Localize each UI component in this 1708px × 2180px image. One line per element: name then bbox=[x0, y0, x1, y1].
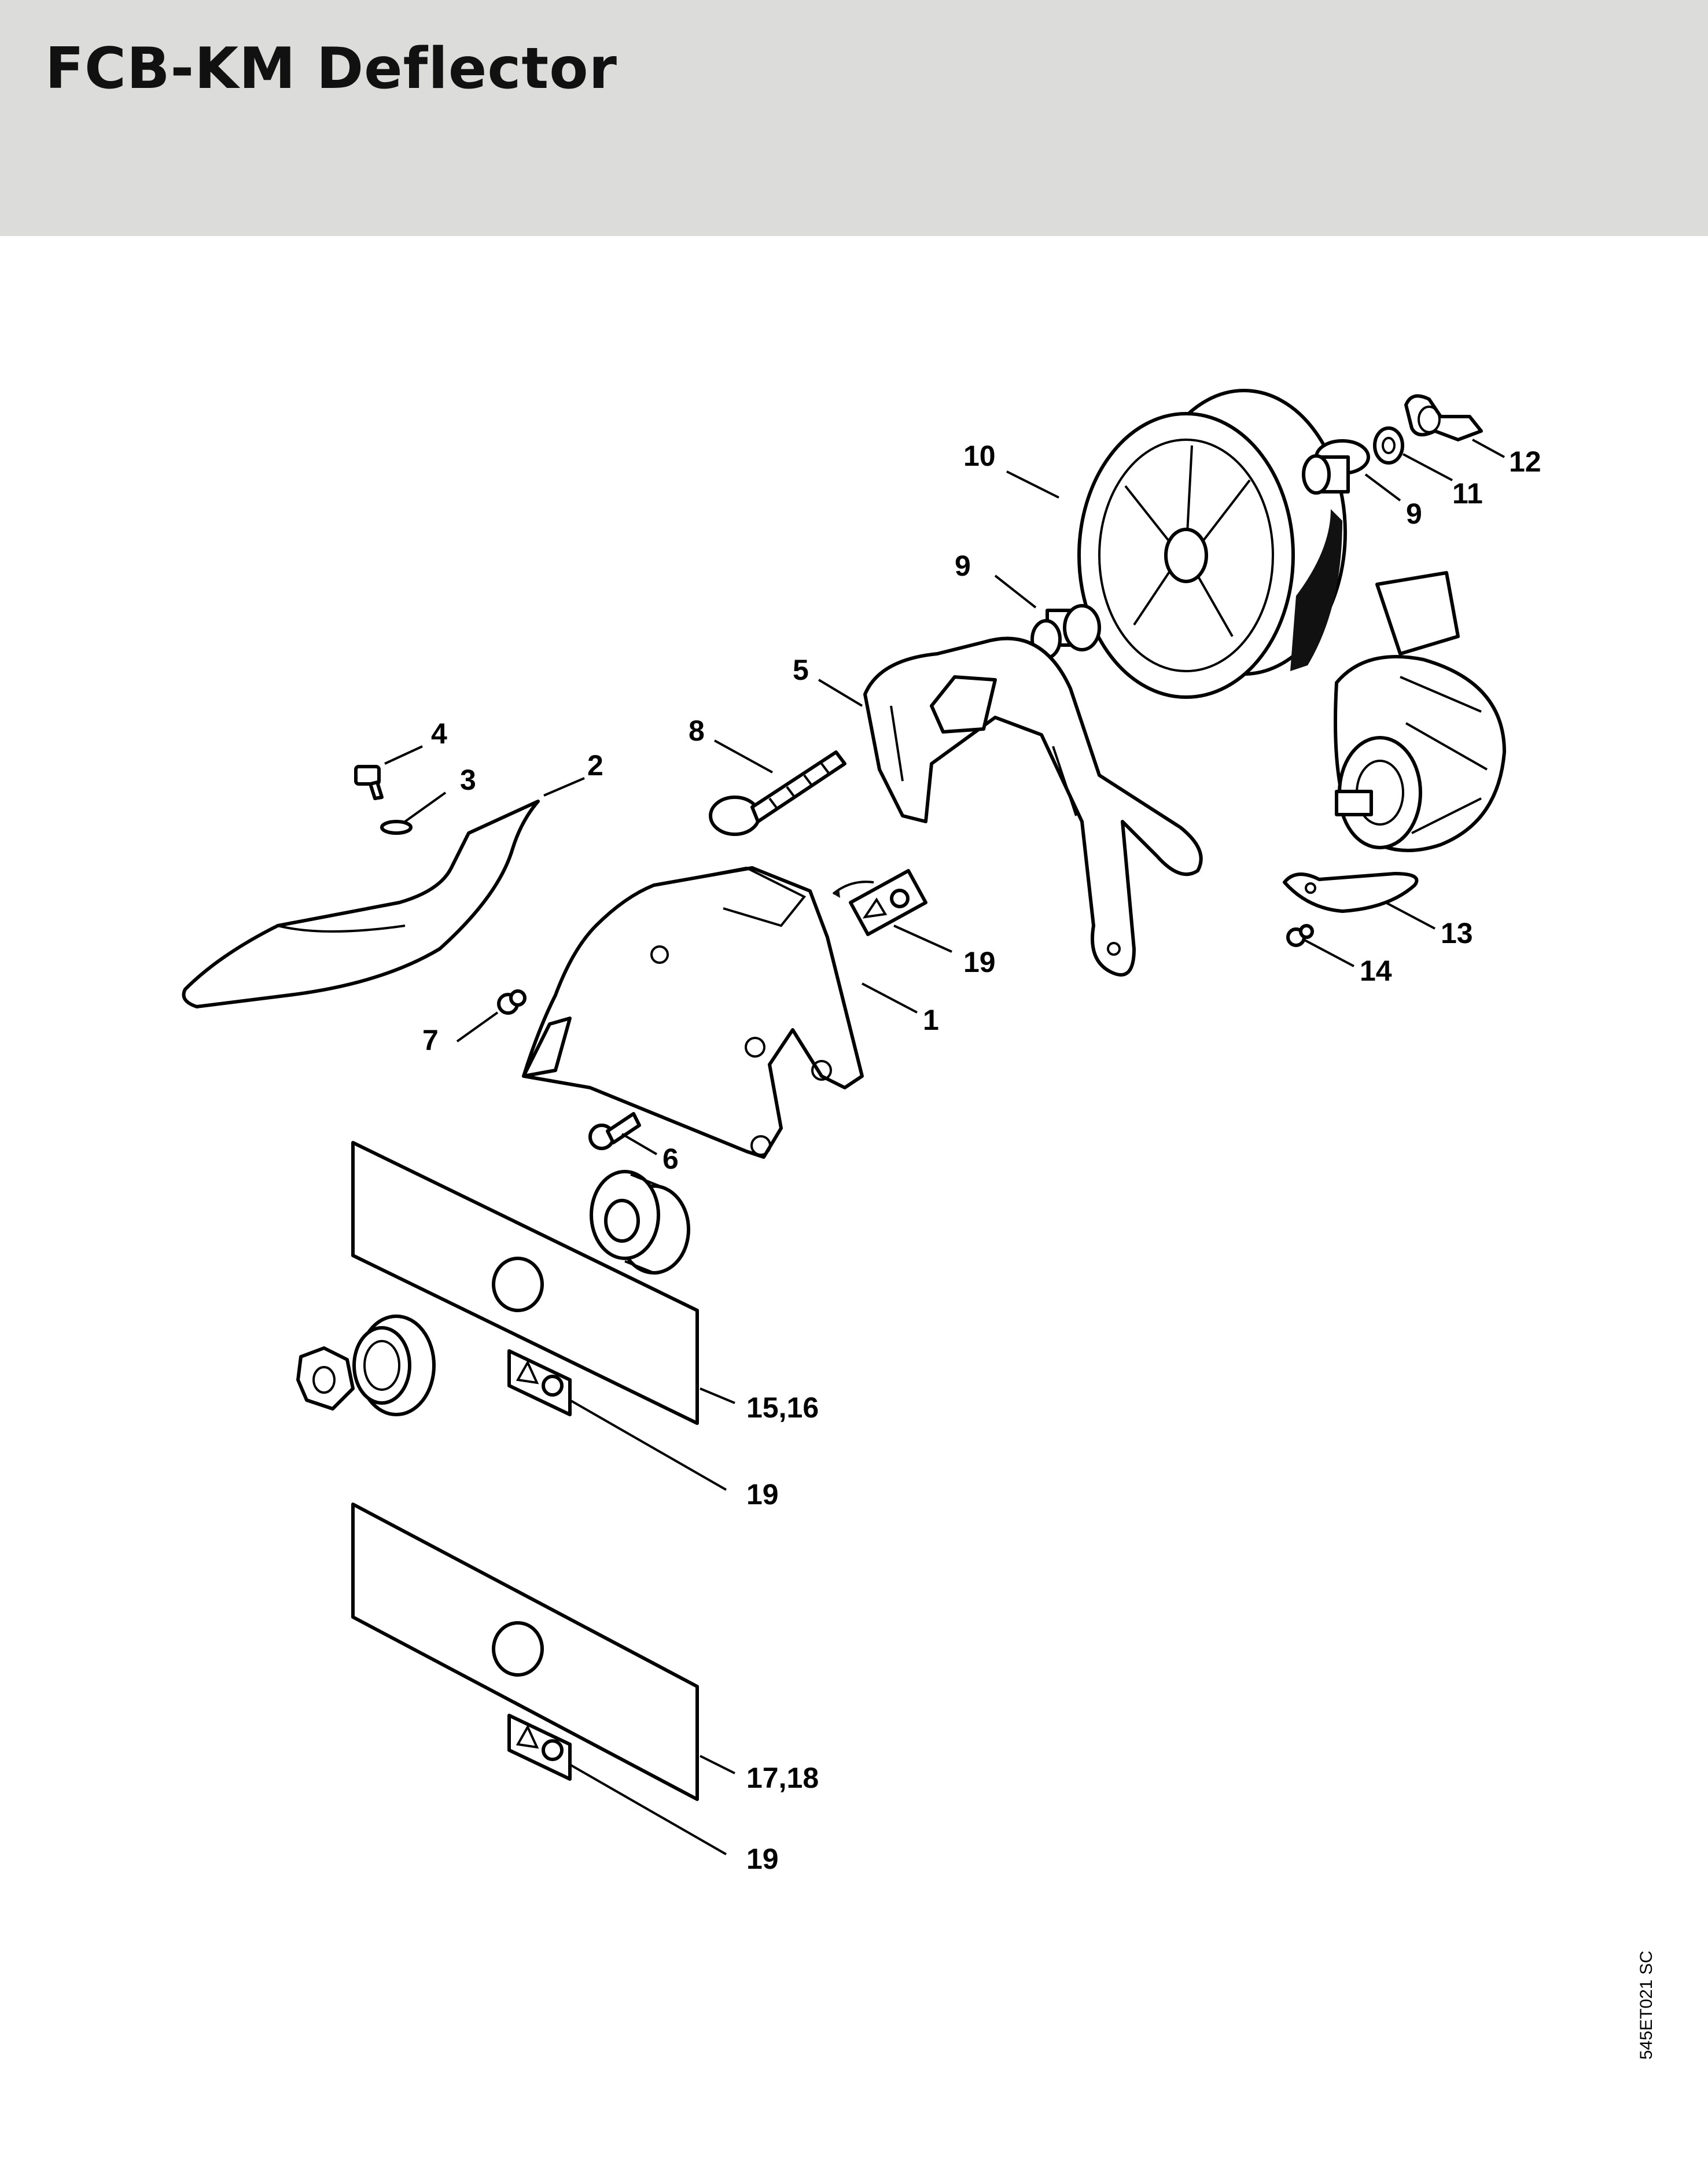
reference-code: 545ET021 SC bbox=[1637, 1951, 1656, 2060]
washer-3 bbox=[380, 820, 413, 835]
callout-19-middle: 19 bbox=[746, 1478, 779, 1511]
screw-14 bbox=[1286, 924, 1314, 947]
screw-7 bbox=[497, 989, 527, 1015]
callout-4: 4 bbox=[431, 717, 447, 750]
leader-lines bbox=[384, 439, 1505, 1855]
wheel bbox=[1077, 389, 1347, 699]
blade-upper bbox=[351, 1141, 699, 1425]
warning-decal-bottom bbox=[507, 1714, 572, 1781]
callout-12: 12 bbox=[1509, 445, 1541, 478]
carriage-bolt bbox=[709, 750, 846, 836]
callout-10: 10 bbox=[963, 440, 996, 472]
callout-13: 13 bbox=[1441, 917, 1473, 949]
blade-lower bbox=[351, 1503, 699, 1801]
cover-plate bbox=[1283, 872, 1419, 913]
callout-3: 3 bbox=[460, 764, 476, 796]
callout-7: 7 bbox=[422, 1024, 439, 1056]
wing-nut bbox=[1404, 394, 1483, 441]
screw-4 bbox=[354, 765, 384, 800]
callout-6: 6 bbox=[662, 1143, 679, 1175]
callout-19-bottom: 19 bbox=[746, 1843, 779, 1875]
callout-15-16: 15,16 bbox=[746, 1391, 819, 1424]
callout-17-18: 17,18 bbox=[746, 1762, 819, 1794]
callout-11: 11 bbox=[1452, 477, 1483, 510]
deflector-housing bbox=[522, 866, 864, 1159]
callout-1: 1 bbox=[923, 1004, 939, 1036]
thrust-collar bbox=[590, 1170, 690, 1275]
bracket bbox=[863, 636, 1203, 977]
callout-9-lower: 9 bbox=[955, 550, 971, 582]
washer bbox=[1373, 426, 1404, 465]
deflector-plate bbox=[182, 800, 540, 1008]
collar bbox=[352, 1314, 436, 1416]
warning-decal-middle bbox=[507, 1349, 572, 1416]
callout-5: 5 bbox=[793, 654, 809, 686]
warning-decal-top bbox=[832, 869, 927, 936]
callout-19-top: 19 bbox=[963, 946, 996, 978]
callout-8: 8 bbox=[689, 715, 705, 747]
hex-nut bbox=[296, 1346, 355, 1411]
header-band bbox=[0, 0, 1708, 236]
callout-2: 2 bbox=[587, 749, 603, 782]
callout-9-upper: 9 bbox=[1406, 498, 1422, 530]
callout-14: 14 bbox=[1360, 955, 1392, 987]
screw-6 bbox=[588, 1112, 641, 1150]
bushing-upper bbox=[1302, 439, 1370, 495]
page-title: FCB-KM Deflector bbox=[45, 36, 617, 102]
gear-head bbox=[1334, 571, 1506, 852]
